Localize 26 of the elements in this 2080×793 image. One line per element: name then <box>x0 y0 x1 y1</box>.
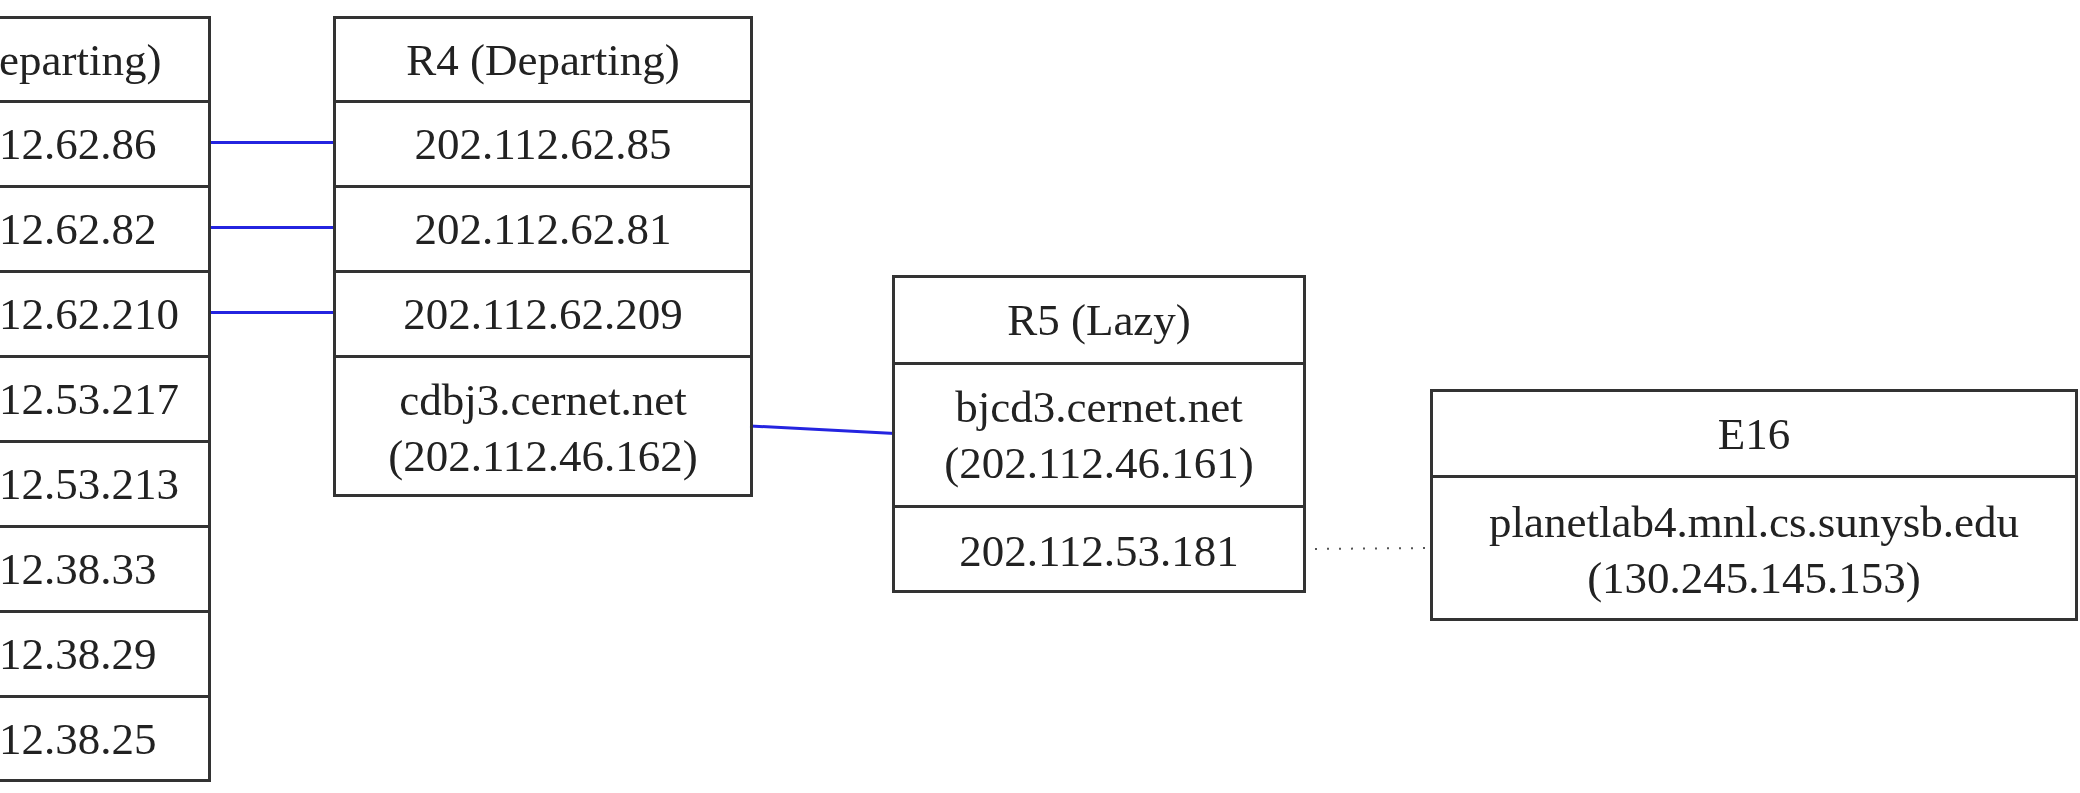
address-text: 12.38.29 <box>0 628 157 681</box>
connector-line <box>208 311 336 314</box>
address-text: 12.53.213 <box>0 458 179 511</box>
address-text: planetlab4.mnl.cs.sunysb.edu (130.245.145.153) <box>1488 495 2020 605</box>
address-text: 12.62.86 <box>0 118 157 171</box>
address-text: 12.62.82 <box>0 203 157 256</box>
address-text: 202.112.62.81 <box>414 203 672 256</box>
router-table <box>333 16 753 497</box>
connector-line <box>208 141 336 144</box>
address-text: 12.38.25 <box>0 713 157 766</box>
router-table <box>0 16 211 782</box>
address-text: cdbj3.cernet.net (202.112.46.162) <box>387 373 699 483</box>
router-name: eparting) <box>0 33 162 87</box>
router-table <box>1430 389 2078 621</box>
router-name: R5 (Lazy) <box>1007 294 1191 347</box>
address-text: 12.38.33 <box>0 543 157 596</box>
router-table <box>892 275 1306 593</box>
router-name: E16 <box>1717 407 1791 461</box>
address-text: 202.112.53.181 <box>959 524 1239 578</box>
address-text: 12.62.210 <box>0 288 179 341</box>
address-text: 202.112.62.85 <box>414 118 672 171</box>
address-text: 202.112.62.209 <box>403 288 683 341</box>
connector-line <box>208 226 336 229</box>
address-text: 12.53.217 <box>0 373 179 426</box>
address-text: bjcd3.cernet.net (202.112.46.161) <box>943 381 1255 490</box>
router-name: R4 (Departing) <box>406 33 680 87</box>
